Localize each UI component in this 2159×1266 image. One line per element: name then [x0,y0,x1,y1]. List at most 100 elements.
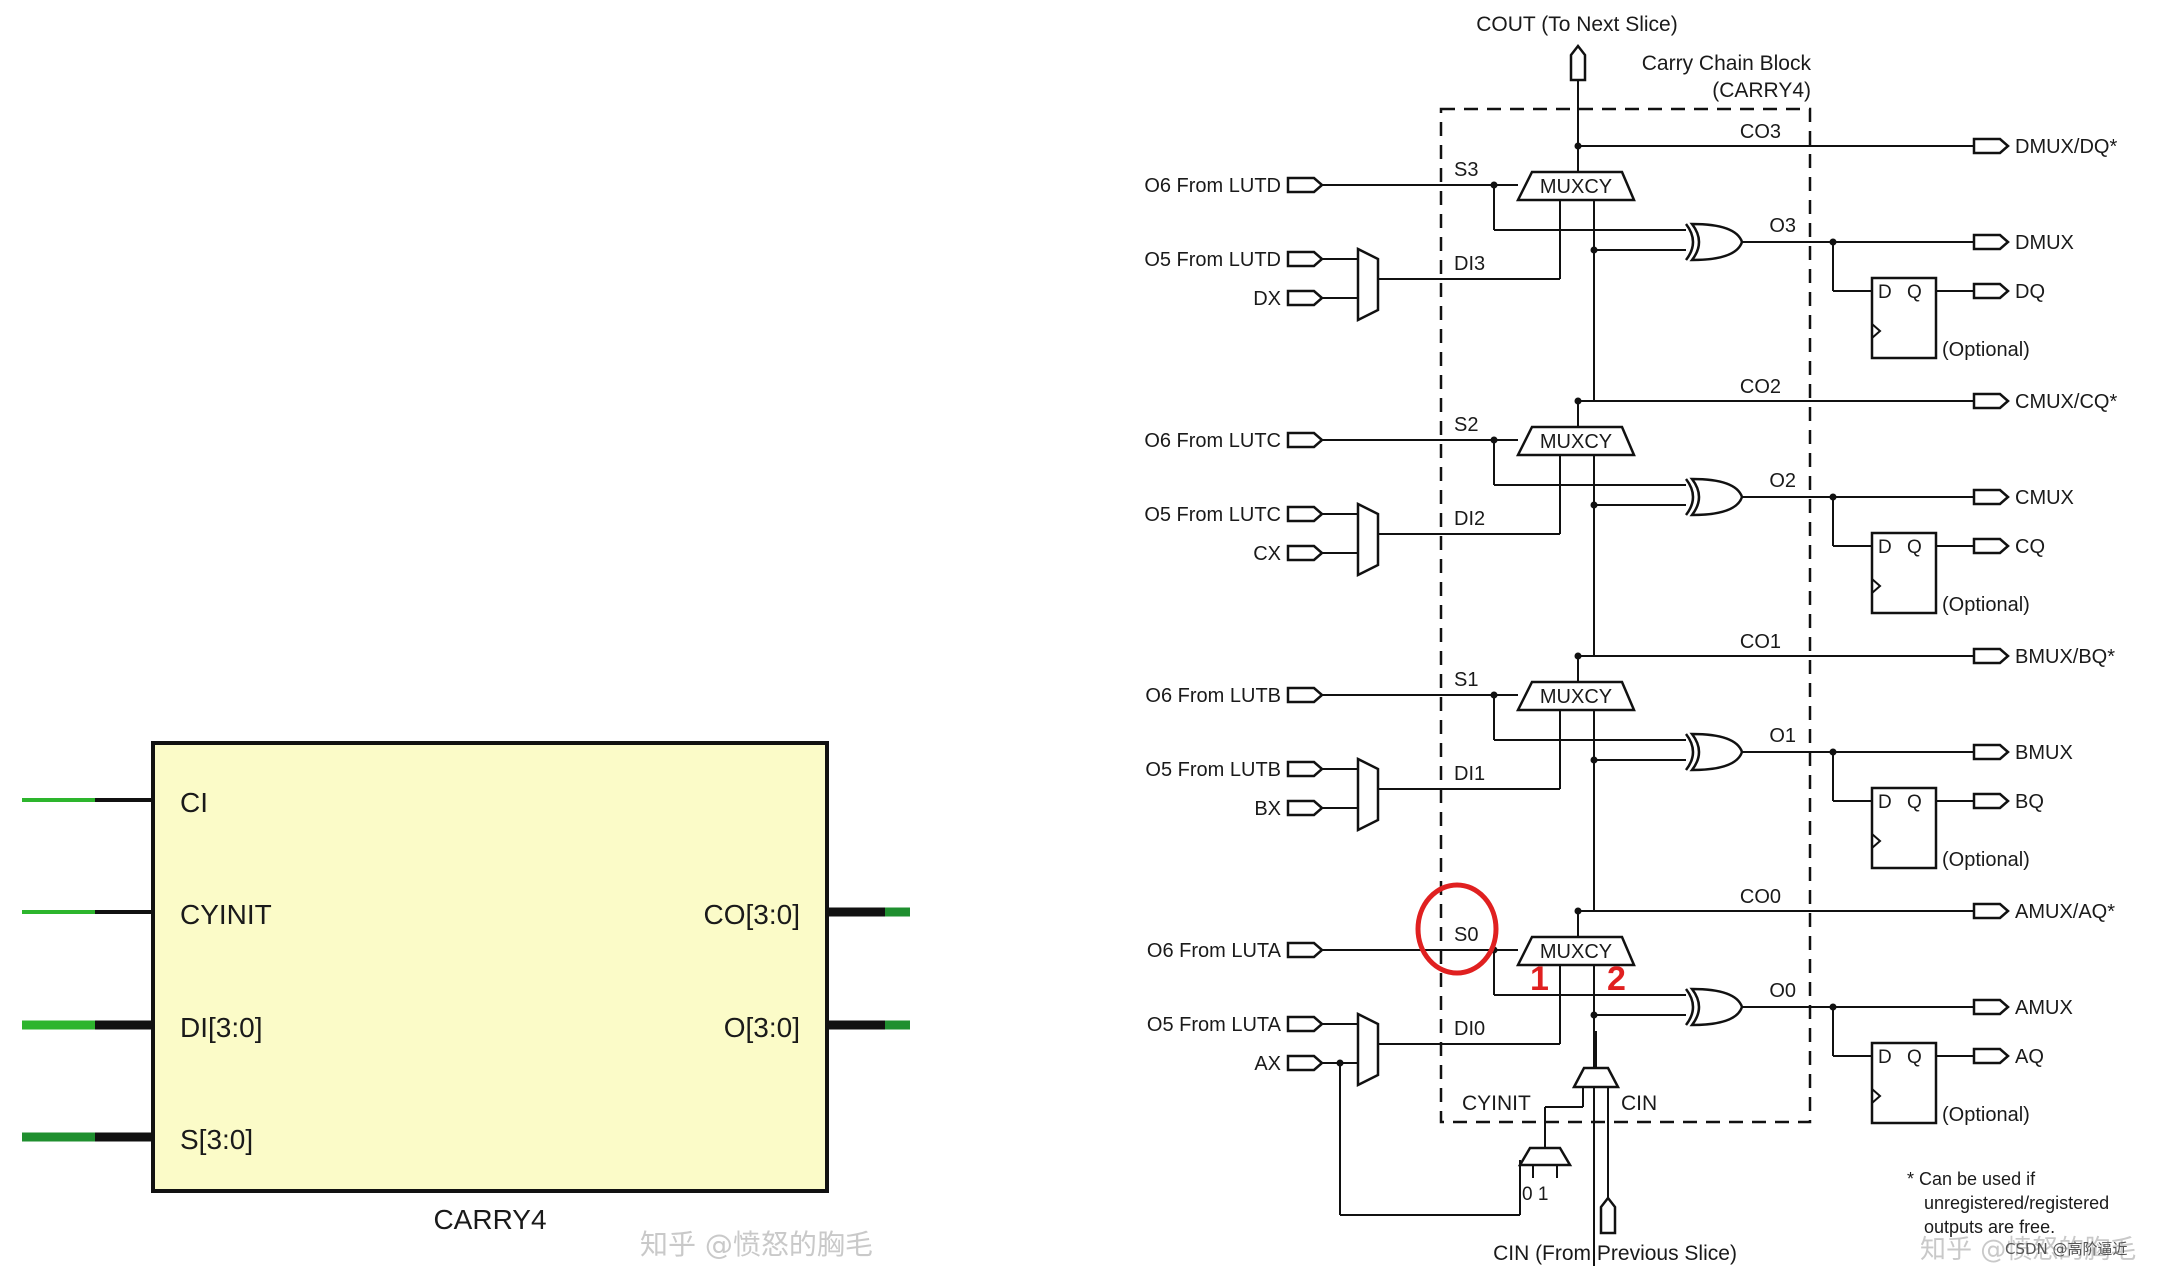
muxcy-label: MUXCY [1540,686,1612,708]
ff-q-label: Q [1907,792,1922,813]
mux-zero-one-label: 0 1 [1522,1184,1548,1205]
watermark-csdn: CSDN @高阶逼近 [2005,1240,2128,1258]
ff-out-port [1972,1047,2010,1065]
di-label: DI2 [1454,508,1485,530]
o-label: O1 [1769,725,1796,747]
muxcy [1515,170,1636,202]
flip-flop [1870,531,1938,615]
xor-out-port [1972,743,2010,761]
x-label: AX [1254,1053,1281,1075]
flip-flop [1870,276,1938,360]
watermark-left: 知乎 @愤怒的胸毛 [640,1228,873,1261]
di-pin-label: DI[3:0] [180,1012,262,1043]
ff-q-label: Q [1907,537,1922,558]
o5-port [1286,760,1324,778]
o6-port [1286,686,1324,704]
xor-gate [1689,477,1744,517]
block-title-line2: (CARRY4) [1712,79,1811,102]
xor-out-label: DMUX [2015,232,2074,254]
cin-inner-label: CIN [1621,1092,1657,1115]
mux-out-port [1972,392,2010,410]
co-pin-label: CO[3:0] [704,899,800,930]
ff-out-port [1972,537,2010,555]
ff-q-label: Q [1907,282,1922,303]
di-select-mux [1356,1011,1380,1088]
o6-label: O6 From LUTA [1147,940,1282,962]
s-label: S1 [1454,669,1478,691]
o6-port [1286,431,1324,449]
xor-gate [1689,222,1744,262]
xor-out-label: BMUX [2015,742,2073,764]
muxcy [1515,425,1636,457]
o5-port [1286,250,1324,268]
di-label: DI0 [1454,1018,1485,1040]
ff-out-port [1972,282,2010,300]
mux-out-port [1972,137,2010,155]
annotation-2: 2 [1607,960,1626,998]
optional-label: (Optional) [1942,849,2030,871]
o6-label: O6 From LUTB [1145,685,1281,707]
xor-out-port [1972,998,2010,1016]
o-pin-label: O[3:0] [724,1012,800,1043]
carry4-box [151,741,829,1193]
cin-port [1599,1195,1617,1235]
di-select-mux [1356,756,1380,833]
block-title-line1: Carry Chain Block [1642,52,1812,75]
ff-d-label: D [1878,792,1892,813]
x-port [1286,1054,1324,1072]
muxcy-label: MUXCY [1540,431,1612,453]
s-label: S2 [1454,414,1478,436]
cout-port [1569,43,1587,82]
di-label: DI3 [1454,253,1485,275]
ff-q-label: Q [1907,1047,1922,1068]
muxcy [1515,680,1636,712]
xor-gate [1689,732,1744,772]
xor-out-label: AMUX [2015,997,2073,1019]
o6-label: O6 From LUTC [1144,430,1281,452]
annotation-1: 1 [1530,960,1549,998]
optional-label: (Optional) [1942,1104,2030,1126]
cyinit-label: CYINIT [1462,1092,1531,1115]
di-select-mux [1356,246,1380,323]
mux-out-label: AMUX/AQ* [2015,901,2115,923]
s-pin-label: S[3:0] [180,1124,253,1155]
x-port [1286,544,1324,562]
mux-out-label: CMUX/CQ* [2015,391,2117,413]
cin-label: CIN (From Previous Slice) [1493,1242,1737,1265]
di-select-mux [1356,501,1380,578]
o-label: O3 [1769,215,1796,237]
o5-port [1286,505,1324,523]
watermark-right: 知乎 @愤怒的胸毛 [1920,1235,2136,1265]
cyinit-pin-label: CYINIT [180,899,272,930]
xor-out-label: CMUX [2015,487,2074,509]
ff-out-label: DQ [2015,281,2045,303]
x-port [1286,289,1324,307]
carry-chain-schematic: COUT (To Next Slice) Carry Chain Block (… [1144,13,2136,1266]
ff-d-label: D [1878,1047,1892,1068]
carry-chain-boundary [1439,107,1812,1124]
footnote-line2: unregistered/registered [1924,1193,2109,1213]
flip-flop [1870,786,1938,870]
o5-port [1286,1015,1324,1033]
cout-label: COUT (To Next Slice) [1476,13,1677,36]
o-label: O0 [1769,980,1796,1002]
co-label: CO1 [1740,631,1781,653]
s-label: S0 [1454,924,1478,946]
mux-out-port [1972,647,2010,665]
x-label: BX [1254,798,1281,820]
o5-label: O5 From LUTA [1147,1014,1282,1036]
mux-out-port [1972,902,2010,920]
x-label: CX [1253,543,1281,565]
o6-port [1286,941,1324,959]
xor-out-port [1972,233,2010,251]
cin-mux-section: CYINIT CIN 0 1 CIN (From Previous Slice) [1339,1031,1737,1265]
flip-flop [1870,1041,1938,1125]
di-label: DI1 [1454,763,1485,785]
ff-out-label: CQ [2015,536,2045,558]
x-port [1286,799,1324,817]
s-label: S3 [1454,159,1478,181]
ff-d-label: D [1878,282,1892,303]
carry4-symbol: CI CYINIT DI[3:0] S[3:0] CO[3:0] O[3:0] … [22,741,910,1235]
